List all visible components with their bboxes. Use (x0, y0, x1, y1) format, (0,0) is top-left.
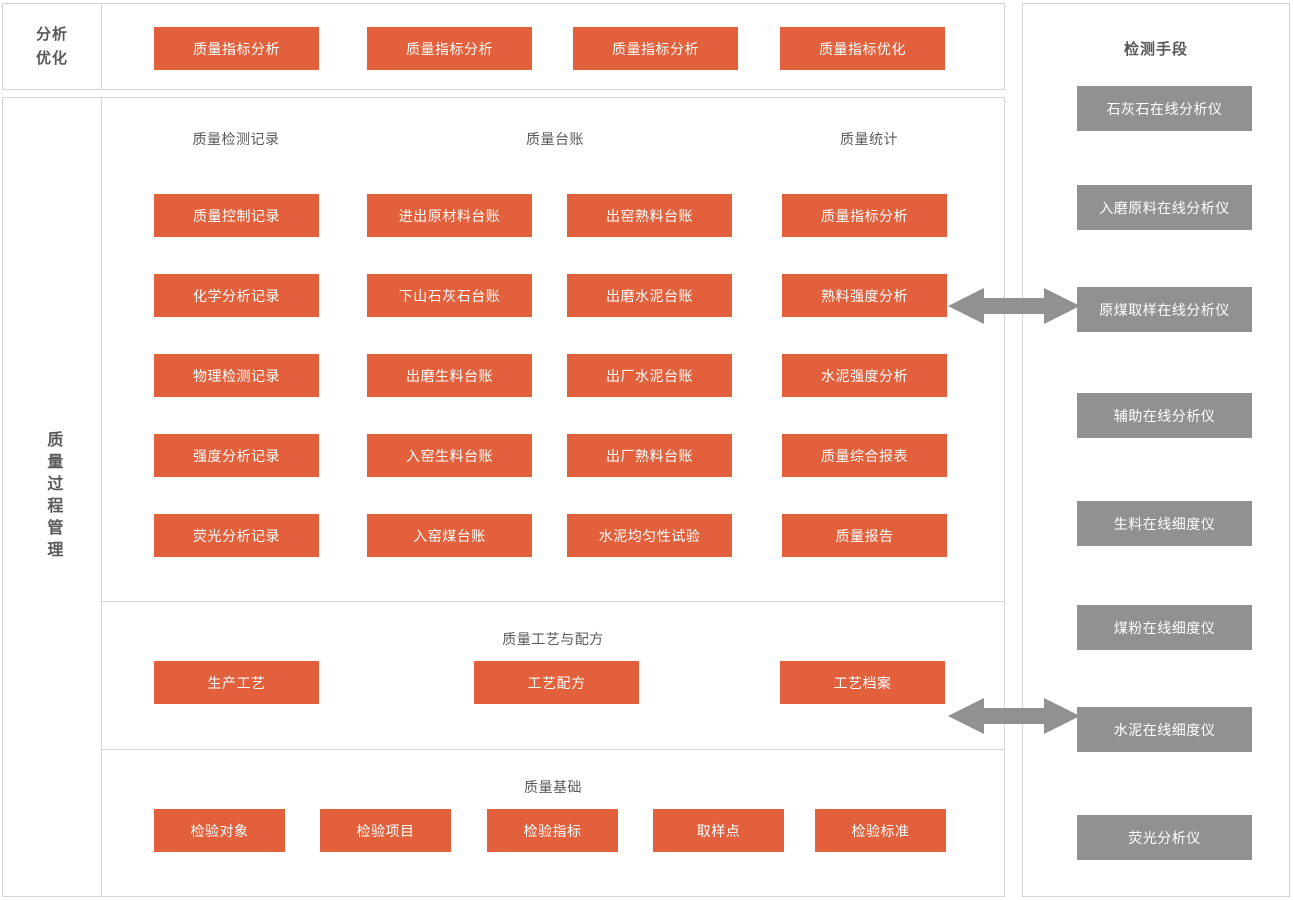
stats-box-c4-r3[interactable]: 水泥强度分析 (782, 354, 947, 397)
records-column-headers: 质量检测记录 质量台账 质量统计 (102, 98, 1004, 158)
basis-box-3[interactable]: 检验指标 (487, 809, 618, 852)
ledger-box-c3-r4[interactable]: 出厂熟料台账 (567, 434, 732, 477)
column-title-statistics: 质量统计 (840, 131, 898, 147)
detection-box-6[interactable]: 煤粉在线细度仪 (1077, 605, 1252, 650)
craft-box-2[interactable]: 工艺配方 (474, 661, 639, 704)
top-box-2[interactable]: 质量指标分析 (367, 27, 532, 70)
detection-means-title: 检测手段 (1123, 41, 1188, 58)
quality-process-management-body: 质量检测记录 质量台账 质量统计 质量控制记录 化学分析记录 物理检测记录 强度… (102, 98, 1004, 896)
ledger-box-c2-r2[interactable]: 下山石灰石台账 (367, 274, 532, 317)
basis-box-1[interactable]: 检验对象 (154, 809, 285, 852)
record-box-c1-r4[interactable]: 强度分析记录 (154, 434, 319, 477)
basis-box-4[interactable]: 取样点 (653, 809, 784, 852)
craft-box-3[interactable]: 工艺档案 (780, 661, 945, 704)
detection-means-panel: 检测手段 石灰石在线分析仪 入磨原料在线分析仪 原煤取样在线分析仪 辅助在线分析… (1022, 3, 1290, 897)
record-box-c1-r1[interactable]: 质量控制记录 (154, 194, 319, 237)
quality-process-management-panel: 质量过程管理 质量检测记录 质量台账 质量统计 质量控制记录 化学分析记录 物理… (2, 97, 1005, 897)
top-box-1[interactable]: 质量指标分析 (154, 27, 319, 70)
record-box-c1-r5[interactable]: 荧光分析记录 (154, 514, 319, 557)
analysis-optimization-body: 质量指标分析 质量指标分析 质量指标分析 质量指标优化 (102, 4, 1004, 89)
detection-box-4[interactable]: 辅助在线分析仪 (1077, 393, 1252, 438)
ledger-box-c2-r1[interactable]: 进出原材料台账 (367, 194, 532, 237)
top-box-3[interactable]: 质量指标分析 (573, 27, 738, 70)
column-title-ledger: 质量台账 (526, 131, 584, 147)
stats-box-c4-r2[interactable]: 熟料强度分析 (782, 274, 947, 317)
stats-box-c4-r4[interactable]: 质量综合报表 (782, 434, 947, 477)
quality-process-management-label: 质量过程管理 (3, 98, 102, 896)
quality-basis-section: 质量基础 检验对象 检验项目 检验指标 取样点 检验标准 (102, 749, 1004, 896)
detection-box-3[interactable]: 原煤取样在线分析仪 (1077, 287, 1252, 332)
craft-box-1[interactable]: 生产工艺 (154, 661, 319, 704)
craft-section-title: 质量工艺与配方 (502, 631, 604, 647)
ledger-box-c3-r2[interactable]: 出磨水泥台账 (567, 274, 732, 317)
top-box-4[interactable]: 质量指标优化 (780, 27, 945, 70)
basis-box-5[interactable]: 检验标准 (815, 809, 946, 852)
basis-section-title: 质量基础 (524, 779, 582, 795)
analysis-label-line-2: 优化 (35, 49, 68, 67)
ledger-box-c3-r1[interactable]: 出窑熟料台账 (567, 194, 732, 237)
analysis-optimization-label: 分析 优化 (3, 4, 102, 89)
analysis-optimization-panel: 分析 优化 质量指标分析 质量指标分析 质量指标分析 质量指标优化 (2, 3, 1005, 90)
record-box-c1-r2[interactable]: 化学分析记录 (154, 274, 319, 317)
stats-box-c4-r5[interactable]: 质量报告 (782, 514, 947, 557)
ledger-box-c2-r5[interactable]: 入窑煤台账 (367, 514, 532, 557)
detection-box-7[interactable]: 水泥在线细度仪 (1077, 707, 1252, 752)
analysis-label-line-1: 分析 (35, 26, 68, 44)
ledger-box-c3-r3[interactable]: 出厂水泥台账 (567, 354, 732, 397)
column-title-inspection-records: 质量检测记录 (192, 131, 280, 147)
detection-box-5[interactable]: 生料在线细度仪 (1077, 501, 1252, 546)
ledger-box-c3-r5[interactable]: 水泥均匀性试验 (567, 514, 732, 557)
detection-box-1[interactable]: 石灰石在线分析仪 (1077, 86, 1252, 131)
record-box-c1-r3[interactable]: 物理检测记录 (154, 354, 319, 397)
detection-box-8[interactable]: 荧光分析仪 (1077, 815, 1252, 860)
stats-box-c4-r1[interactable]: 质量指标分析 (782, 194, 947, 237)
ledger-box-c2-r4[interactable]: 入窑生料台账 (367, 434, 532, 477)
detection-box-2[interactable]: 入磨原料在线分析仪 (1077, 185, 1252, 230)
ledger-box-c2-r3[interactable]: 出磨生料台账 (367, 354, 532, 397)
quality-craft-recipe-section: 质量工艺与配方 生产工艺 工艺配方 工艺档案 (102, 601, 1004, 749)
basis-box-2[interactable]: 检验项目 (320, 809, 451, 852)
quality-process-management-vertical-text: 质量过程管理 (44, 431, 62, 563)
quality-records-section: 质量检测记录 质量台账 质量统计 质量控制记录 化学分析记录 物理检测记录 强度… (102, 98, 1004, 601)
